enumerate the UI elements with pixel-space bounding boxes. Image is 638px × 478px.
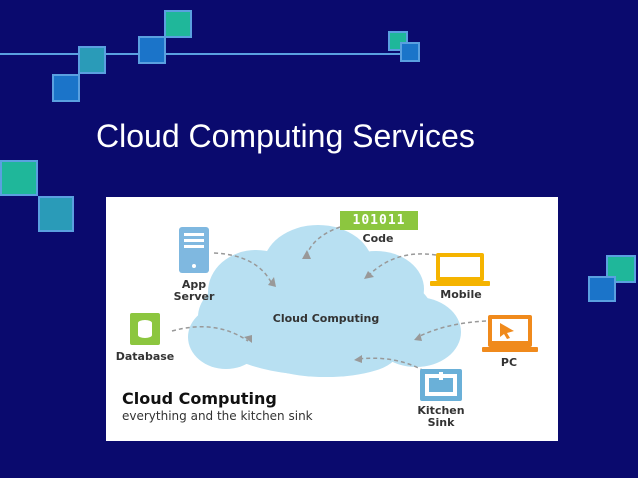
kitchen-sink-icon: [420, 369, 462, 401]
app-server-icon: [179, 227, 209, 273]
decor-square: [52, 74, 80, 102]
decor-square: [78, 46, 106, 74]
page-title: Cloud Computing Services: [96, 118, 475, 154]
cloud-diagram-graphic: [130, 225, 538, 401]
arrow-heads: [244, 250, 422, 363]
decor-square: [588, 276, 616, 302]
app-server-label: App Server: [173, 278, 215, 303]
cloud-shape: [188, 225, 461, 377]
caption-title: Cloud Computing: [122, 389, 277, 408]
cloud-diagram: 101011 Code App Server Mobile Database P…: [106, 197, 558, 441]
cloud-center-label: Cloud Computing: [272, 312, 380, 325]
mobile-label: Mobile: [440, 288, 482, 301]
database-label: Database: [115, 350, 175, 363]
caption-subtitle: everything and the kitchen sink: [122, 409, 313, 423]
decor-square: [400, 42, 420, 62]
decor-top-line: [0, 53, 400, 55]
code-badge: 101011: [340, 211, 418, 230]
mobile-icon: [430, 253, 490, 286]
kitchen-sink-label: Kitchen Sink: [417, 404, 465, 429]
database-icon: [130, 313, 160, 345]
decor-square: [0, 160, 38, 196]
decor-square: [138, 36, 166, 64]
pc-label: PC: [500, 356, 518, 369]
decor-square: [38, 196, 74, 232]
decor-square: [164, 10, 192, 38]
code-label: Code: [362, 232, 394, 245]
pc-icon: [482, 315, 538, 352]
